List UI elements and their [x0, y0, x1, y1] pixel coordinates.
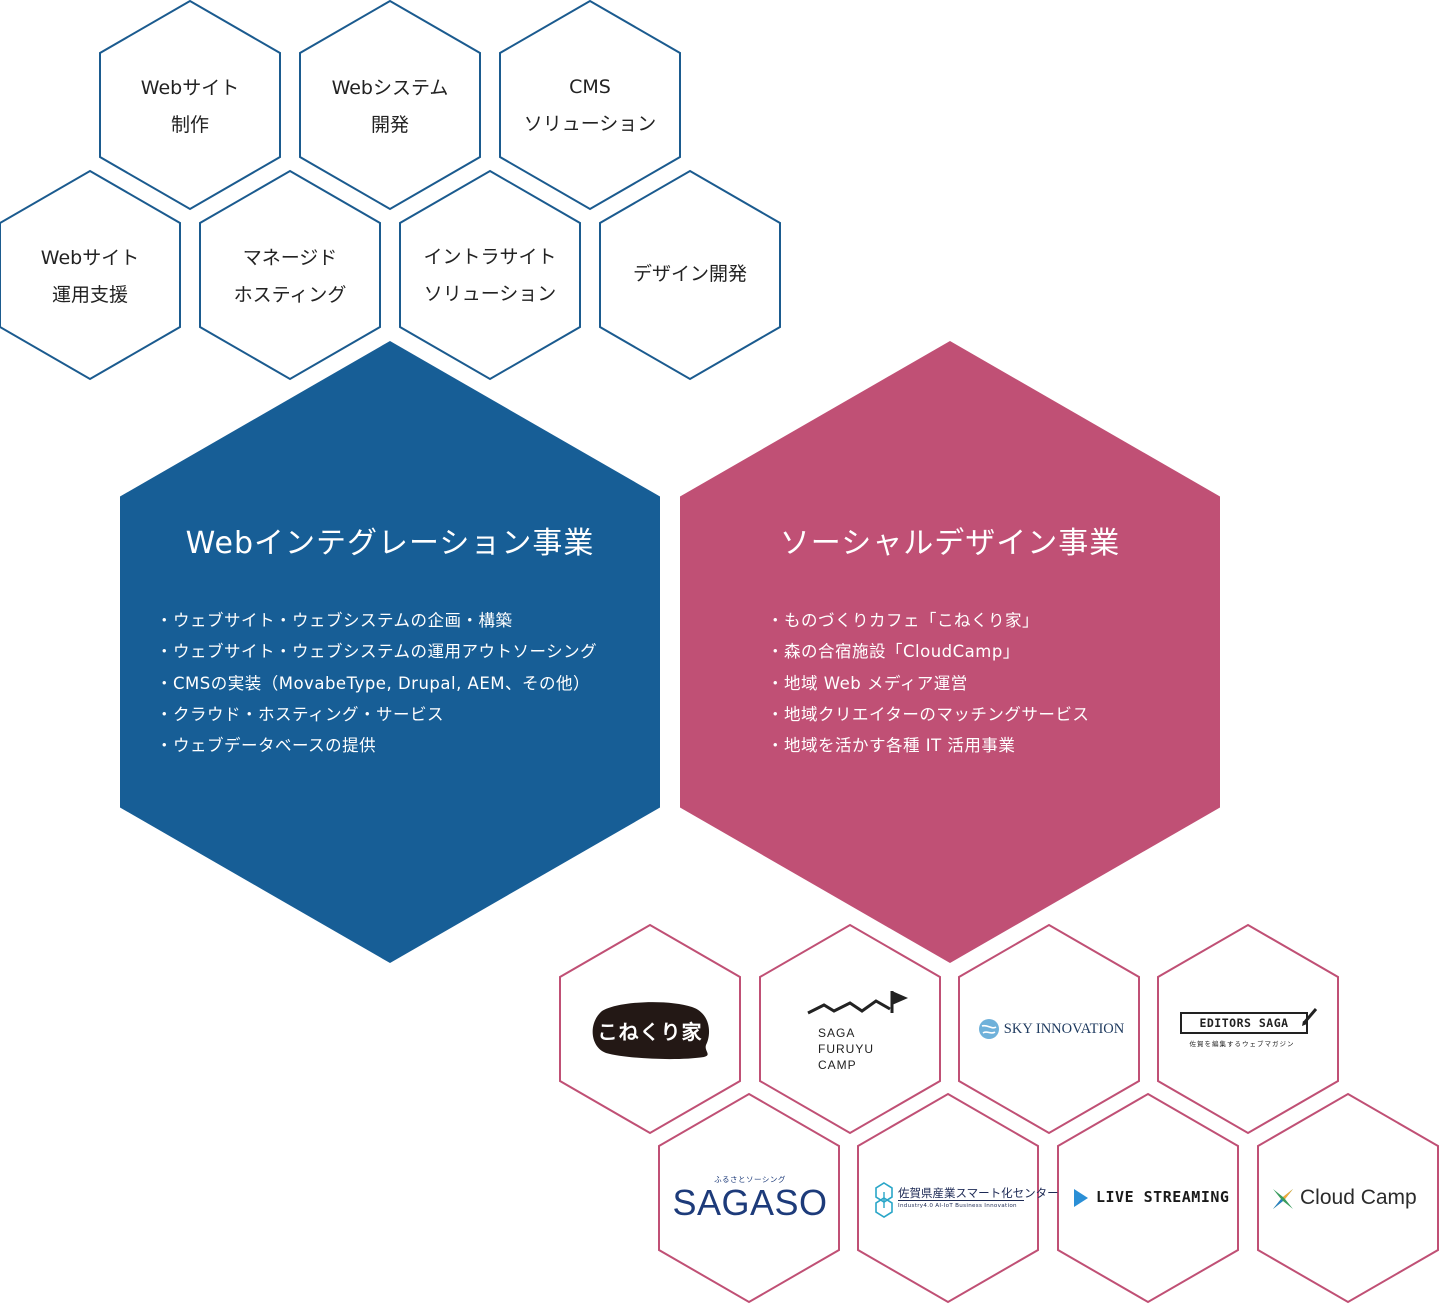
list-item: ・地域クリエイターのマッチングサービス [767, 704, 1090, 724]
list-item: ・CMSの実装（MovabeType, Drupal, AEM、その他） [156, 673, 591, 693]
saga-line: SAGA [818, 1026, 856, 1040]
logo-hexagon [759, 923, 941, 1135]
web-service-site-operation: Webサイト 運用支援 [0, 247, 180, 307]
camp-line: CAMP [818, 1058, 857, 1072]
ink-blob-icon [592, 1002, 710, 1060]
globe-icon [978, 1019, 999, 1039]
logo-live-streaming[interactable]: LIVE STREAMING [1068, 1184, 1234, 1212]
social-design-list: ・ものづくりカフェ「こねくり家」 ・森の合宿施設「CloudCamp」 ・地域 … [767, 605, 1089, 761]
list-item: ・地域 Web メディア運営 [767, 673, 968, 693]
social-design-hexagon [680, 341, 1220, 963]
list-item: ・森の合宿施設「CloudCamp」 [767, 642, 1020, 662]
service-line2: ソリューション [523, 113, 657, 135]
pen-icon [1302, 1008, 1318, 1026]
live-streaming-text: LIVE STREAMING [1096, 1188, 1230, 1206]
web-service-managed-hosting: マネージド ホスティング [200, 247, 380, 307]
smart-center-name: 佐賀県産業スマート化センター [898, 1186, 1059, 1200]
logo-sky-innovation[interactable]: SKY INNOVATION [966, 1014, 1136, 1044]
service-hexagon [99, 0, 281, 211]
editors-saga-tagline: 佐賀を編集するウェブマガジン [1189, 1040, 1295, 1048]
service-line2: ホスティング [233, 284, 347, 306]
saga-furuyu-text: SAGA FURUYU CAMP [818, 1025, 874, 1073]
service-hexagon [399, 169, 581, 381]
web-service-cms: CMS ソリューション [500, 76, 680, 136]
camp-flag-icon [807, 991, 908, 1015]
smart-center-tagline: Industry4.0 AI-IoT Business Innovation [898, 1203, 1017, 1209]
service-hexagon [0, 169, 181, 381]
service-line1: CMS [569, 76, 611, 98]
web-integration-hexagon [120, 341, 660, 963]
web-service-design-dev: デザイン開発 [600, 244, 780, 304]
furuyu-line: FURUYU [818, 1042, 874, 1056]
editors-saga-box: EDITORS SAGA [1180, 1012, 1308, 1034]
smart-center-rule [898, 1200, 1024, 1201]
service-line1: イントラサイト [423, 246, 557, 268]
logo-sagaso[interactable]: ふるさとソーシング SAGASO [672, 1172, 828, 1226]
web-integration-title: Webインテグレーション事業 [185, 526, 595, 561]
service-line1: Webサイト [140, 77, 240, 99]
logo-hexagon [958, 923, 1140, 1135]
list-item: ・ウェブデータベースの提供 [156, 736, 377, 756]
logo-hexagon [1257, 1092, 1439, 1304]
logo-hexagon [1057, 1092, 1239, 1304]
logo-editors-saga[interactable]: EDITORS SAGA 佐賀を編集するウェブマガジン [1172, 1005, 1322, 1055]
service-line1: デザイン開発 [632, 262, 747, 285]
logo-konekuriya-text: こねくり家 [597, 1019, 703, 1044]
list-item: ・クラウド・ホスティング・サービス [156, 704, 445, 724]
sagaso-name: SAGASO [672, 1182, 828, 1223]
editors-saga-name: EDITORS SAGA [1199, 1016, 1289, 1030]
logo-saga-furuyu-camp[interactable]: SAGA FURUYU CAMP [790, 985, 910, 1080]
service-hexagon [299, 0, 481, 211]
cloud-camp-mark-icon [1273, 1189, 1293, 1209]
service-line2: 制作 [170, 114, 209, 136]
service-line2: ソリューション [423, 283, 557, 305]
logo-konekuriya[interactable]: こねくり家 [580, 990, 720, 1070]
service-line1: Webシステム [331, 77, 449, 99]
list-item: ・ウェブサイト・ウェブシステムの運用アウトソーシング [156, 642, 598, 662]
service-line2: 運用支援 [51, 284, 128, 306]
list-item: ・地域を活かす各種 IT 活用事業 [767, 736, 1016, 756]
web-integration-list: ・ウェブサイト・ウェブシステムの企画・構築 ・ウェブサイト・ウェブシステムの運用… [156, 605, 597, 761]
sagaso-tagline: ふるさとソーシング [714, 1175, 786, 1184]
service-hexagon [199, 169, 381, 381]
list-item: ・ウェブサイト・ウェブシステムの企画・構築 [156, 611, 513, 630]
logo-smart-center[interactable]: 佐賀県産業スマート化センター Industry4.0 AI-IoT Busine… [870, 1180, 1059, 1220]
web-service-site-production: Webサイト 制作 [100, 77, 280, 137]
logo-cloud-camp[interactable]: Cloud Camp [1268, 1184, 1434, 1214]
service-line1: Webサイト [40, 247, 140, 269]
logo-hexagon [1157, 923, 1339, 1135]
web-service-system-dev: Webシステム 開発 [300, 77, 480, 137]
list-item: ・ものづくりカフェ「こねくり家」 [767, 611, 1039, 630]
service-hexagon [599, 169, 781, 381]
play-icon [1074, 1189, 1088, 1207]
service-hexagon [499, 0, 681, 211]
logo-sky-innovation-text: SKY INNOVATION [1003, 1020, 1125, 1037]
cloud-camp-text: Cloud Camp [1300, 1186, 1417, 1209]
hex-cube-icon [875, 1182, 893, 1218]
social-design-title: ソーシャルデザイン事業 [779, 526, 1121, 561]
service-line1: マネージド [242, 247, 338, 269]
logo-hexagon [857, 1092, 1039, 1304]
logo-hexagon [658, 1092, 840, 1304]
service-line2: 開発 [370, 114, 409, 136]
web-service-intranet: イントラサイト ソリューション [400, 246, 580, 306]
